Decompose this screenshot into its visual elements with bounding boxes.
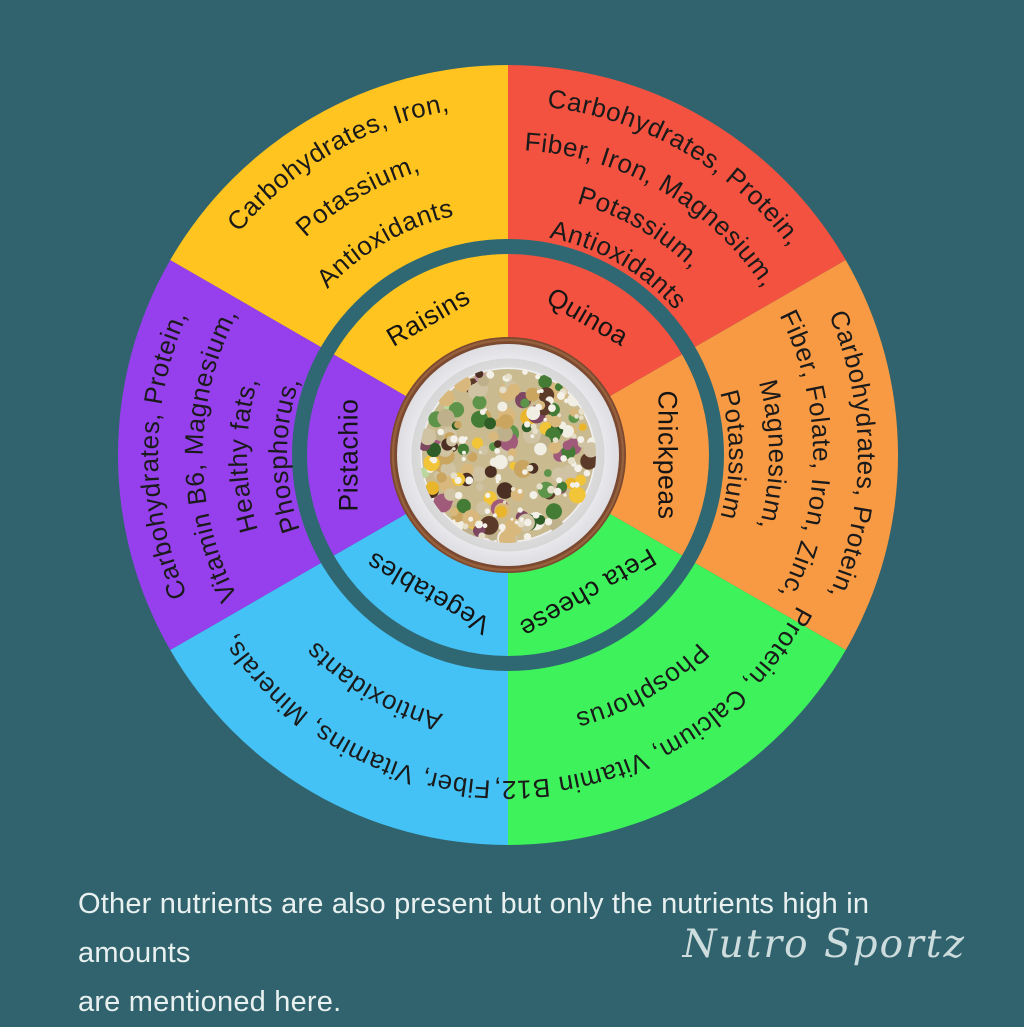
footer-note: Other nutrients are also present but onl… <box>78 880 978 1027</box>
salad-bowl-photo <box>390 337 626 573</box>
footer-note-line-1: Other nutrients are also present but onl… <box>78 888 870 969</box>
footer-note-line-2: are mentioned here. <box>78 986 342 1018</box>
salad <box>420 369 596 543</box>
food-label-chickpeas: Chickpeas <box>653 390 683 519</box>
food-label-pistachio: Pistachio <box>333 399 363 512</box>
brand-watermark: Nutro Sportz <box>682 922 966 967</box>
